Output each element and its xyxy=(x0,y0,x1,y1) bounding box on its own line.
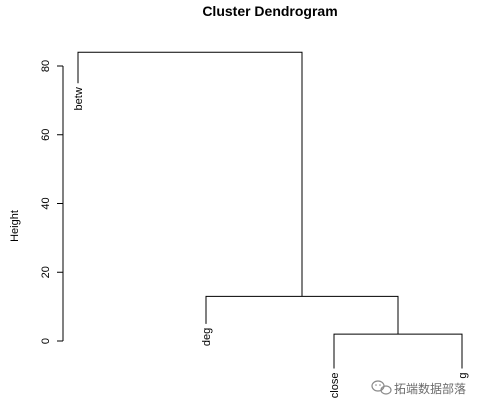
watermark: 拓端数据部落 xyxy=(371,380,466,396)
y-axis: 0 20 40 60 80 xyxy=(40,60,64,344)
leaf-labels: betw deg close g xyxy=(73,87,469,398)
leaf-label: betw xyxy=(73,87,85,110)
dendrogram-branch xyxy=(333,333,463,369)
dendrogram-branch xyxy=(205,295,399,335)
watermark-text: 拓端数据部落 xyxy=(394,381,466,396)
leaf-label: close xyxy=(329,373,341,399)
dendrogram-branch xyxy=(77,51,303,297)
leaf-label: g xyxy=(457,373,469,379)
y-tick-label: 80 xyxy=(40,60,52,72)
y-tick-label: 60 xyxy=(40,129,52,141)
y-tick-label: 40 xyxy=(40,197,52,209)
leaf-label: deg xyxy=(201,328,213,346)
y-tick-label: 20 xyxy=(40,266,52,278)
y-axis-label: Height xyxy=(9,210,21,242)
wechat-icon xyxy=(371,380,392,395)
chart-title: Cluster Dendrogram xyxy=(202,3,337,19)
dendrogram-tree xyxy=(77,51,463,369)
y-tick-label: 0 xyxy=(40,338,52,344)
